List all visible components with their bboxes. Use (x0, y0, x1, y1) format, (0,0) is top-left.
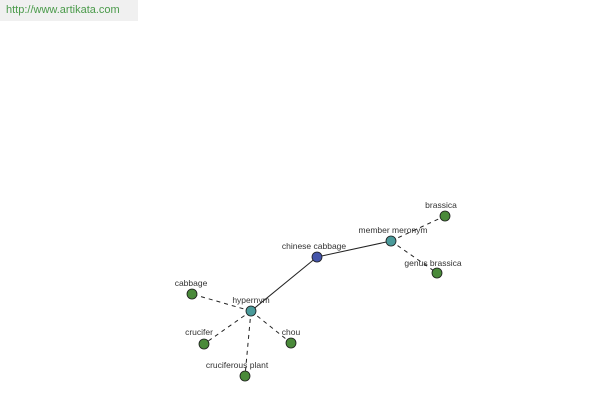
nodes-layer (186, 210, 451, 382)
edges-layer (191, 215, 446, 377)
node-label-crucifer: crucifer (185, 327, 213, 337)
node-label-hypernym: hypernym (232, 295, 269, 305)
node-chou[interactable] (285, 337, 297, 349)
node-cabbage[interactable] (186, 288, 198, 300)
edge-member-meronym-to-brassica (390, 215, 446, 242)
node-label-cabbage: cabbage (175, 278, 208, 288)
node-label-cruciferous-plant: cruciferous plant (206, 360, 269, 370)
watermark-url: http://www.artikata.com (0, 0, 138, 21)
node-label-chinese-cabbage: chinese cabbage (282, 241, 347, 251)
node-cruciferous-plant[interactable] (239, 370, 251, 382)
node-label-brassica: brassica (425, 200, 457, 210)
labels-layer: chinese cabbage member meronym hypernym bra… (175, 200, 462, 370)
node-label-member-meronym: member meronym (359, 225, 428, 235)
edge-hypernym-to-crucifer (203, 310, 252, 345)
edge-hypernym-to-cabbage (191, 293, 252, 312)
node-member-meronym[interactable] (385, 235, 397, 247)
node-label-chou: chou (282, 327, 301, 337)
node-brassica[interactable] (439, 210, 451, 222)
node-hypernym[interactable] (245, 305, 257, 317)
edge-member-meronym-to-genus-brassica (390, 240, 438, 274)
edge-chinese-cabbage-to-member-meronym (316, 240, 392, 258)
node-genus-brassica[interactable] (431, 267, 443, 279)
node-crucifer[interactable] (198, 338, 210, 350)
node-label-genus-brassica: genus brassica (404, 258, 461, 268)
node-chinese-cabbage[interactable] (311, 251, 323, 263)
edge-hypernym-to-cruciferous-plant (244, 310, 252, 377)
edge-chinese-cabbage-to-hypernym (250, 256, 318, 312)
edge-hypernym-to-chou (250, 310, 292, 344)
